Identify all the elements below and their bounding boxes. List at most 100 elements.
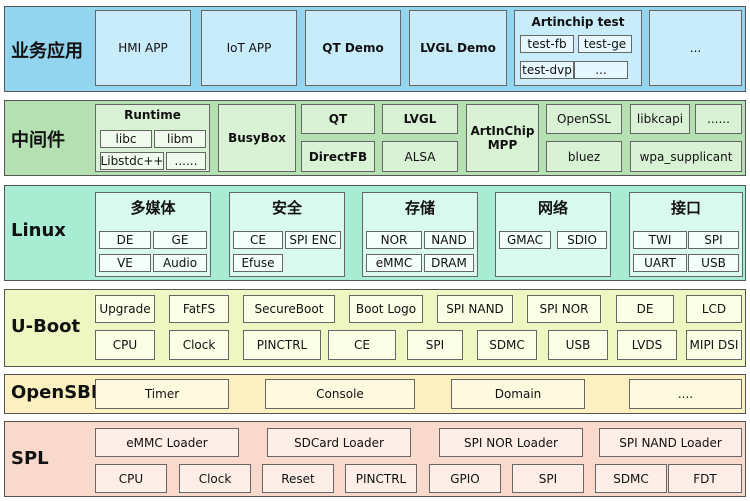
lvgl-box: LVGL: [382, 104, 458, 134]
iot-app-box: IoT APP: [201, 10, 297, 86]
linux-spi-box: SPI: [688, 231, 739, 249]
spl-layer: SPL eMMC Loader SDCard Loader SPI NOR Lo…: [4, 421, 746, 497]
spl-spi-nand-loader-box: SPI NAND Loader: [599, 428, 742, 457]
spl-cpu-box: CPU: [95, 464, 167, 493]
uboot-mipi-dsi-box: MIPI DSI: [686, 330, 742, 360]
spl-emmc-loader-box: eMMC Loader: [95, 428, 239, 457]
spl-spi-box: SPI: [512, 464, 584, 493]
linux-ve-box: VE: [99, 254, 151, 272]
spl-sdmc-box: SDMC: [595, 464, 667, 493]
middleware-layer: 中间件 Runtime libc libm Libstdc++ ...... B…: [4, 100, 746, 176]
spl-gpio-box: GPIO: [429, 464, 501, 493]
linux-nor-box: NOR: [366, 231, 422, 249]
spl-spi-nor-loader-box: SPI NOR Loader: [439, 428, 583, 457]
middleware-layer-title: 中间件: [11, 130, 65, 151]
opensbi-more-box: ....: [629, 379, 742, 409]
test-dvp-box: test-dvp: [520, 61, 574, 79]
runtime-group: Runtime libc libm Libstdc++ ......: [95, 104, 210, 172]
linux-layer-title: Linux: [11, 220, 66, 241]
uboot-fatfs-box: FatFS: [169, 295, 229, 323]
runtime-title: Runtime: [124, 108, 181, 122]
artinchip-test-group: Artinchip test test-fb test-ge test-dvp …: [514, 10, 642, 86]
opensbi-timer-box: Timer: [95, 379, 229, 409]
uboot-ce-box: CE: [328, 330, 396, 360]
linux-efuse-box: Efuse: [233, 254, 283, 272]
security-title: 安全: [271, 199, 302, 217]
app-layer-title: 业务应用: [11, 41, 83, 62]
linux-ce-box: CE: [233, 231, 283, 249]
bluez-box: bluez: [546, 141, 622, 172]
uboot-lcd-box: LCD: [686, 295, 742, 323]
uboot-spi-nor-box: SPI NOR: [527, 295, 601, 323]
linux-uart-box: UART: [633, 254, 687, 272]
linux-audio-box: Audio: [153, 254, 207, 272]
multimedia-group: 多媒体 DE GE VE Audio: [95, 192, 211, 277]
qt-demo-box: QT Demo: [305, 10, 401, 86]
security-group: 安全 CE SPI ENC Efuse: [229, 192, 345, 277]
uboot-bootlogo-box: Boot Logo: [349, 295, 423, 323]
libc-box: libc: [100, 130, 152, 148]
libkcapi-box: libkcapi: [630, 104, 690, 134]
middleware-more-box: ......: [695, 104, 742, 134]
linux-ge-box: GE: [153, 231, 207, 249]
test-more-box: ...: [574, 61, 628, 79]
app-layer: 业务应用 HMI APP IoT APP QT Demo LVGL Demo A…: [4, 6, 746, 92]
linux-emmc-box: eMMC: [366, 254, 422, 272]
linux-de-box: DE: [99, 231, 151, 249]
linux-layer: Linux 多媒体 DE GE VE Audio 安全 CE SPI ENC E…: [4, 185, 746, 281]
linux-nand-box: NAND: [424, 231, 474, 249]
linux-usb-box: USB: [688, 254, 739, 272]
libm-box: libm: [154, 130, 206, 148]
uboot-usb-box: USB: [548, 330, 608, 360]
uboot-de-box: DE: [616, 295, 674, 323]
runtime-more-box: ......: [166, 152, 206, 170]
lvgl-demo-box: LVGL Demo: [409, 10, 507, 86]
network-title: 网络: [537, 199, 568, 217]
uboot-layer: U-Boot Upgrade FatFS SecureBoot Boot Log…: [4, 289, 746, 367]
directfb-box: DirectFB: [301, 141, 375, 172]
spl-sdcard-loader-box: SDCard Loader: [267, 428, 411, 457]
uboot-spi-box: SPI: [407, 330, 463, 360]
spl-clock-box: Clock: [179, 464, 251, 493]
uboot-cpu-box: CPU: [95, 330, 155, 360]
linux-twi-box: TWI: [633, 231, 687, 249]
uboot-pinctrl-box: PINCTRL: [243, 330, 321, 360]
linux-spi-enc-box: SPI ENC: [285, 231, 341, 249]
test-ge-box: test-ge: [578, 35, 632, 53]
qt-box: QT: [301, 104, 375, 134]
artinchip-mpp-box: ArtInChip MPP: [466, 104, 539, 172]
uboot-spi-nand-box: SPI NAND: [437, 295, 513, 323]
spl-fdt-box: FDT: [668, 464, 742, 493]
linux-dram-box: DRAM: [424, 254, 474, 272]
storage-title: 存储: [404, 199, 435, 217]
opensbi-domain-box: Domain: [451, 379, 585, 409]
spl-layer-title: SPL: [11, 448, 49, 469]
uboot-lvds-box: LVDS: [617, 330, 677, 360]
interface-title: 接口: [670, 199, 701, 217]
network-group: 网络 GMAC SDIO: [495, 192, 611, 277]
opensbi-console-box: Console: [265, 379, 415, 409]
uboot-clock-box: Clock: [169, 330, 229, 360]
uboot-secureboot-box: SecureBoot: [243, 295, 335, 323]
openssl-box: OpenSSL: [546, 104, 622, 134]
uboot-upgrade-box: Upgrade: [95, 295, 155, 323]
app-more-box: ...: [649, 10, 742, 86]
test-fb-box: test-fb: [520, 35, 574, 53]
libstdcpp-box: Libstdc++: [100, 152, 164, 170]
alsa-box: ALSA: [382, 141, 458, 172]
storage-group: 存储 NOR NAND eMMC DRAM: [362, 192, 478, 277]
wpa-supplicant-box: wpa_supplicant: [630, 141, 742, 172]
busybox-box: BusyBox: [218, 104, 296, 172]
linux-sdio-box: SDIO: [557, 231, 607, 249]
uboot-sdmc-box: SDMC: [477, 330, 537, 360]
artinchip-test-title: Artinchip test: [531, 15, 625, 29]
opensbi-layer-title: OpenSBI: [11, 382, 98, 403]
uboot-layer-title: U-Boot: [11, 316, 81, 337]
linux-gmac-box: GMAC: [499, 231, 551, 249]
multimedia-title: 多媒体: [130, 199, 176, 217]
spl-pinctrl-box: PINCTRL: [345, 464, 417, 493]
hmi-app-box: HMI APP: [95, 10, 191, 86]
interface-group: 接口 TWI SPI UART USB: [629, 192, 743, 277]
opensbi-layer: OpenSBI Timer Console Domain ....: [4, 374, 746, 414]
spl-reset-box: Reset: [262, 464, 334, 493]
